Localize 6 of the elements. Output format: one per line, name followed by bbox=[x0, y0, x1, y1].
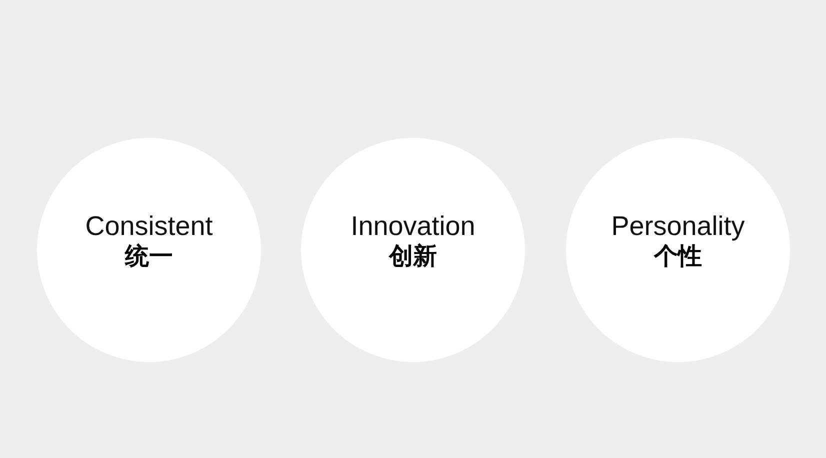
node-sublabel: 创新 bbox=[389, 242, 437, 271]
node-label: Innovation bbox=[350, 211, 476, 242]
node-label: Personality bbox=[611, 211, 745, 242]
node-sublabel: 统一 bbox=[125, 242, 173, 271]
node-label: Consistent bbox=[85, 211, 213, 242]
node-sublabel: 个性 bbox=[654, 242, 702, 271]
